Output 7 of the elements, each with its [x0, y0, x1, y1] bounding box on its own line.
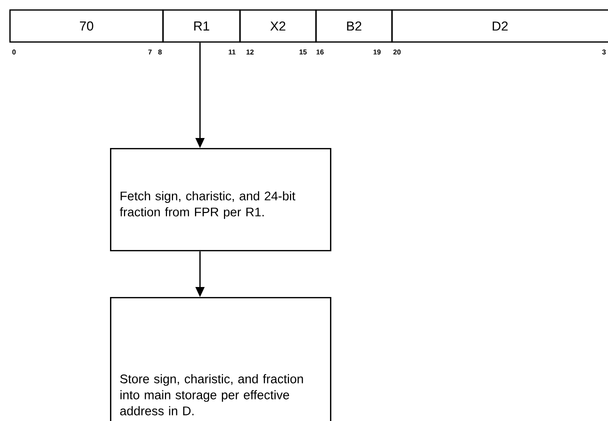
process-box: Fetch sign, charistic, and 24-bit fraction from FPR per R1. — [110, 148, 332, 252]
field-cell: R1 — [162, 9, 241, 43]
field-cell: D2 — [391, 9, 608, 43]
process-box: Store sign, charistic, and fraction into main storage per effective address in D. — [110, 297, 332, 421]
field-cell: B2 — [315, 9, 393, 43]
field-cell: 70 — [9, 9, 164, 43]
field-cell: X2 — [239, 9, 317, 43]
